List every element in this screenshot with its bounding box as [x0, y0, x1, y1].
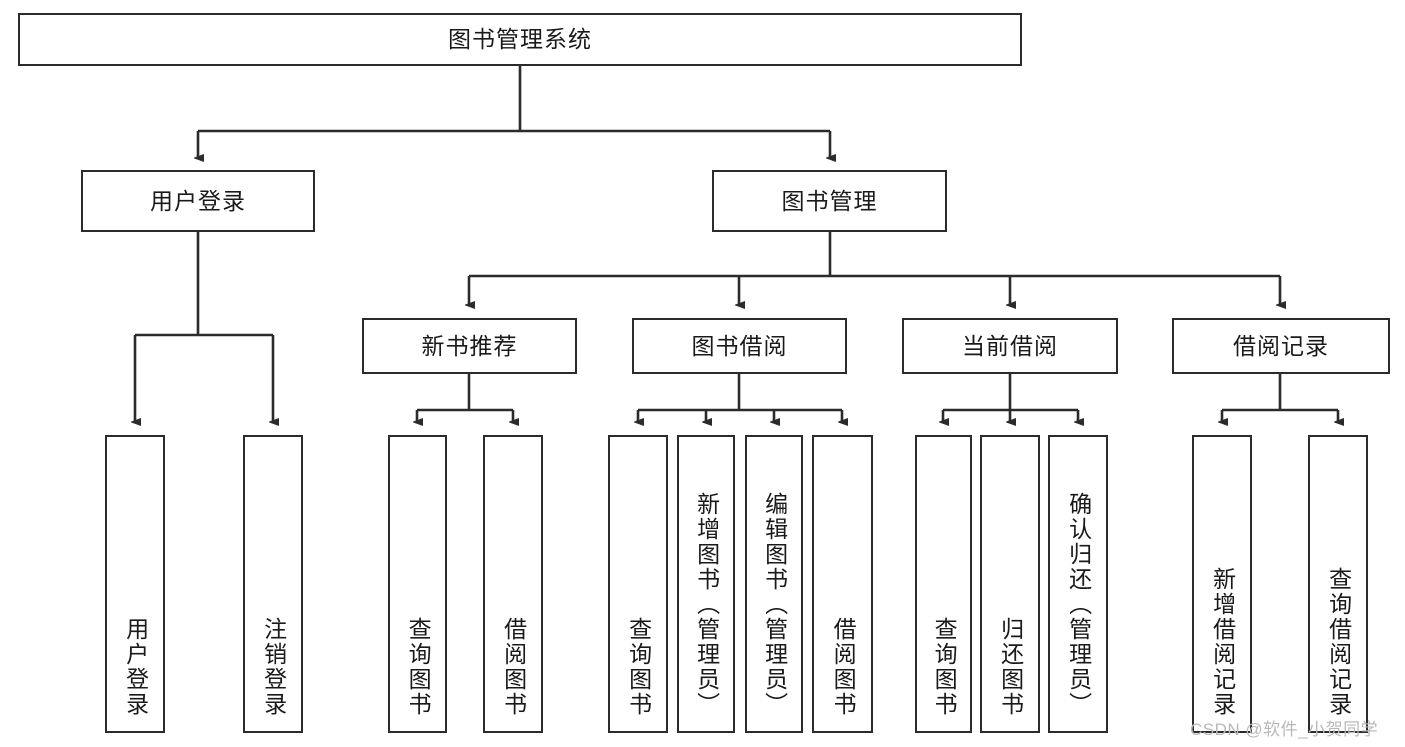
node-book-borrow-label: 图书借阅 — [691, 332, 788, 359]
node-book-borrow[interactable]: 图书借阅 — [632, 318, 847, 374]
leaf-current-borrow-confirm[interactable]: 确认归还（管理员） — [1048, 435, 1108, 733]
leaf-book-borrow-lend[interactable]: 借阅图书 — [812, 435, 873, 733]
node-new-book-recommend[interactable]: 新书推荐 — [362, 318, 577, 374]
leaf-label: 注销登录 — [260, 617, 287, 717]
leaf-label: 查询图书 — [405, 617, 432, 717]
leaf-label: 编辑图书（管理员） — [761, 492, 788, 717]
leaf-user-login-signout[interactable]: 注销登录 — [243, 435, 303, 733]
leaf-book-borrow-query[interactable]: 查询图书 — [608, 435, 668, 733]
csdn-watermark: CSDN @软件_小贺同学 — [1190, 720, 1379, 739]
node-user-login[interactable]: 用户登录 — [81, 170, 315, 232]
leaf-label: 查询图书 — [931, 617, 958, 717]
leaf-label: 查询图书 — [625, 617, 652, 717]
leaf-current-borrow-query[interactable]: 查询图书 — [915, 435, 972, 733]
leaf-borrow-record-add[interactable]: 新增借阅记录 — [1192, 435, 1252, 733]
leaf-label: 新增借阅记录 — [1209, 567, 1236, 717]
leaf-label: 用户登录 — [122, 617, 149, 717]
leaf-label: 借阅图书 — [830, 617, 857, 717]
leaf-user-login-signin[interactable]: 用户登录 — [105, 435, 165, 733]
node-book-management-label: 图书管理 — [781, 187, 878, 214]
leaf-label: 确认归还（管理员） — [1065, 492, 1092, 717]
node-borrow-record[interactable]: 借阅记录 — [1172, 318, 1390, 374]
leaf-new-book-query[interactable]: 查询图书 — [388, 435, 447, 733]
node-new-book-recommend-label: 新书推荐 — [421, 332, 518, 359]
leaf-book-borrow-add[interactable]: 新增图书（管理员） — [677, 435, 735, 733]
node-root-label: 图书管理系统 — [448, 26, 592, 52]
node-user-login-label: 用户登录 — [150, 187, 246, 214]
leaf-borrow-record-query[interactable]: 查询借阅记录 — [1308, 435, 1368, 733]
leaf-label: 新增图书（管理员） — [693, 492, 720, 717]
node-current-borrow-label: 当前借阅 — [962, 332, 1058, 359]
leaf-label: 归还图书 — [997, 617, 1024, 717]
leaf-label: 查询借阅记录 — [1325, 567, 1352, 717]
node-current-borrow[interactable]: 当前借阅 — [902, 318, 1118, 374]
node-book-management[interactable]: 图书管理 — [712, 170, 947, 232]
node-borrow-record-label: 借阅记录 — [1233, 332, 1329, 359]
leaf-label: 借阅图书 — [500, 617, 527, 717]
node-root[interactable]: 图书管理系统 — [18, 13, 1022, 66]
leaf-current-borrow-return[interactable]: 归还图书 — [980, 435, 1040, 733]
leaf-book-borrow-edit[interactable]: 编辑图书（管理员） — [745, 435, 803, 733]
leaf-new-book-borrow[interactable]: 借阅图书 — [483, 435, 543, 733]
